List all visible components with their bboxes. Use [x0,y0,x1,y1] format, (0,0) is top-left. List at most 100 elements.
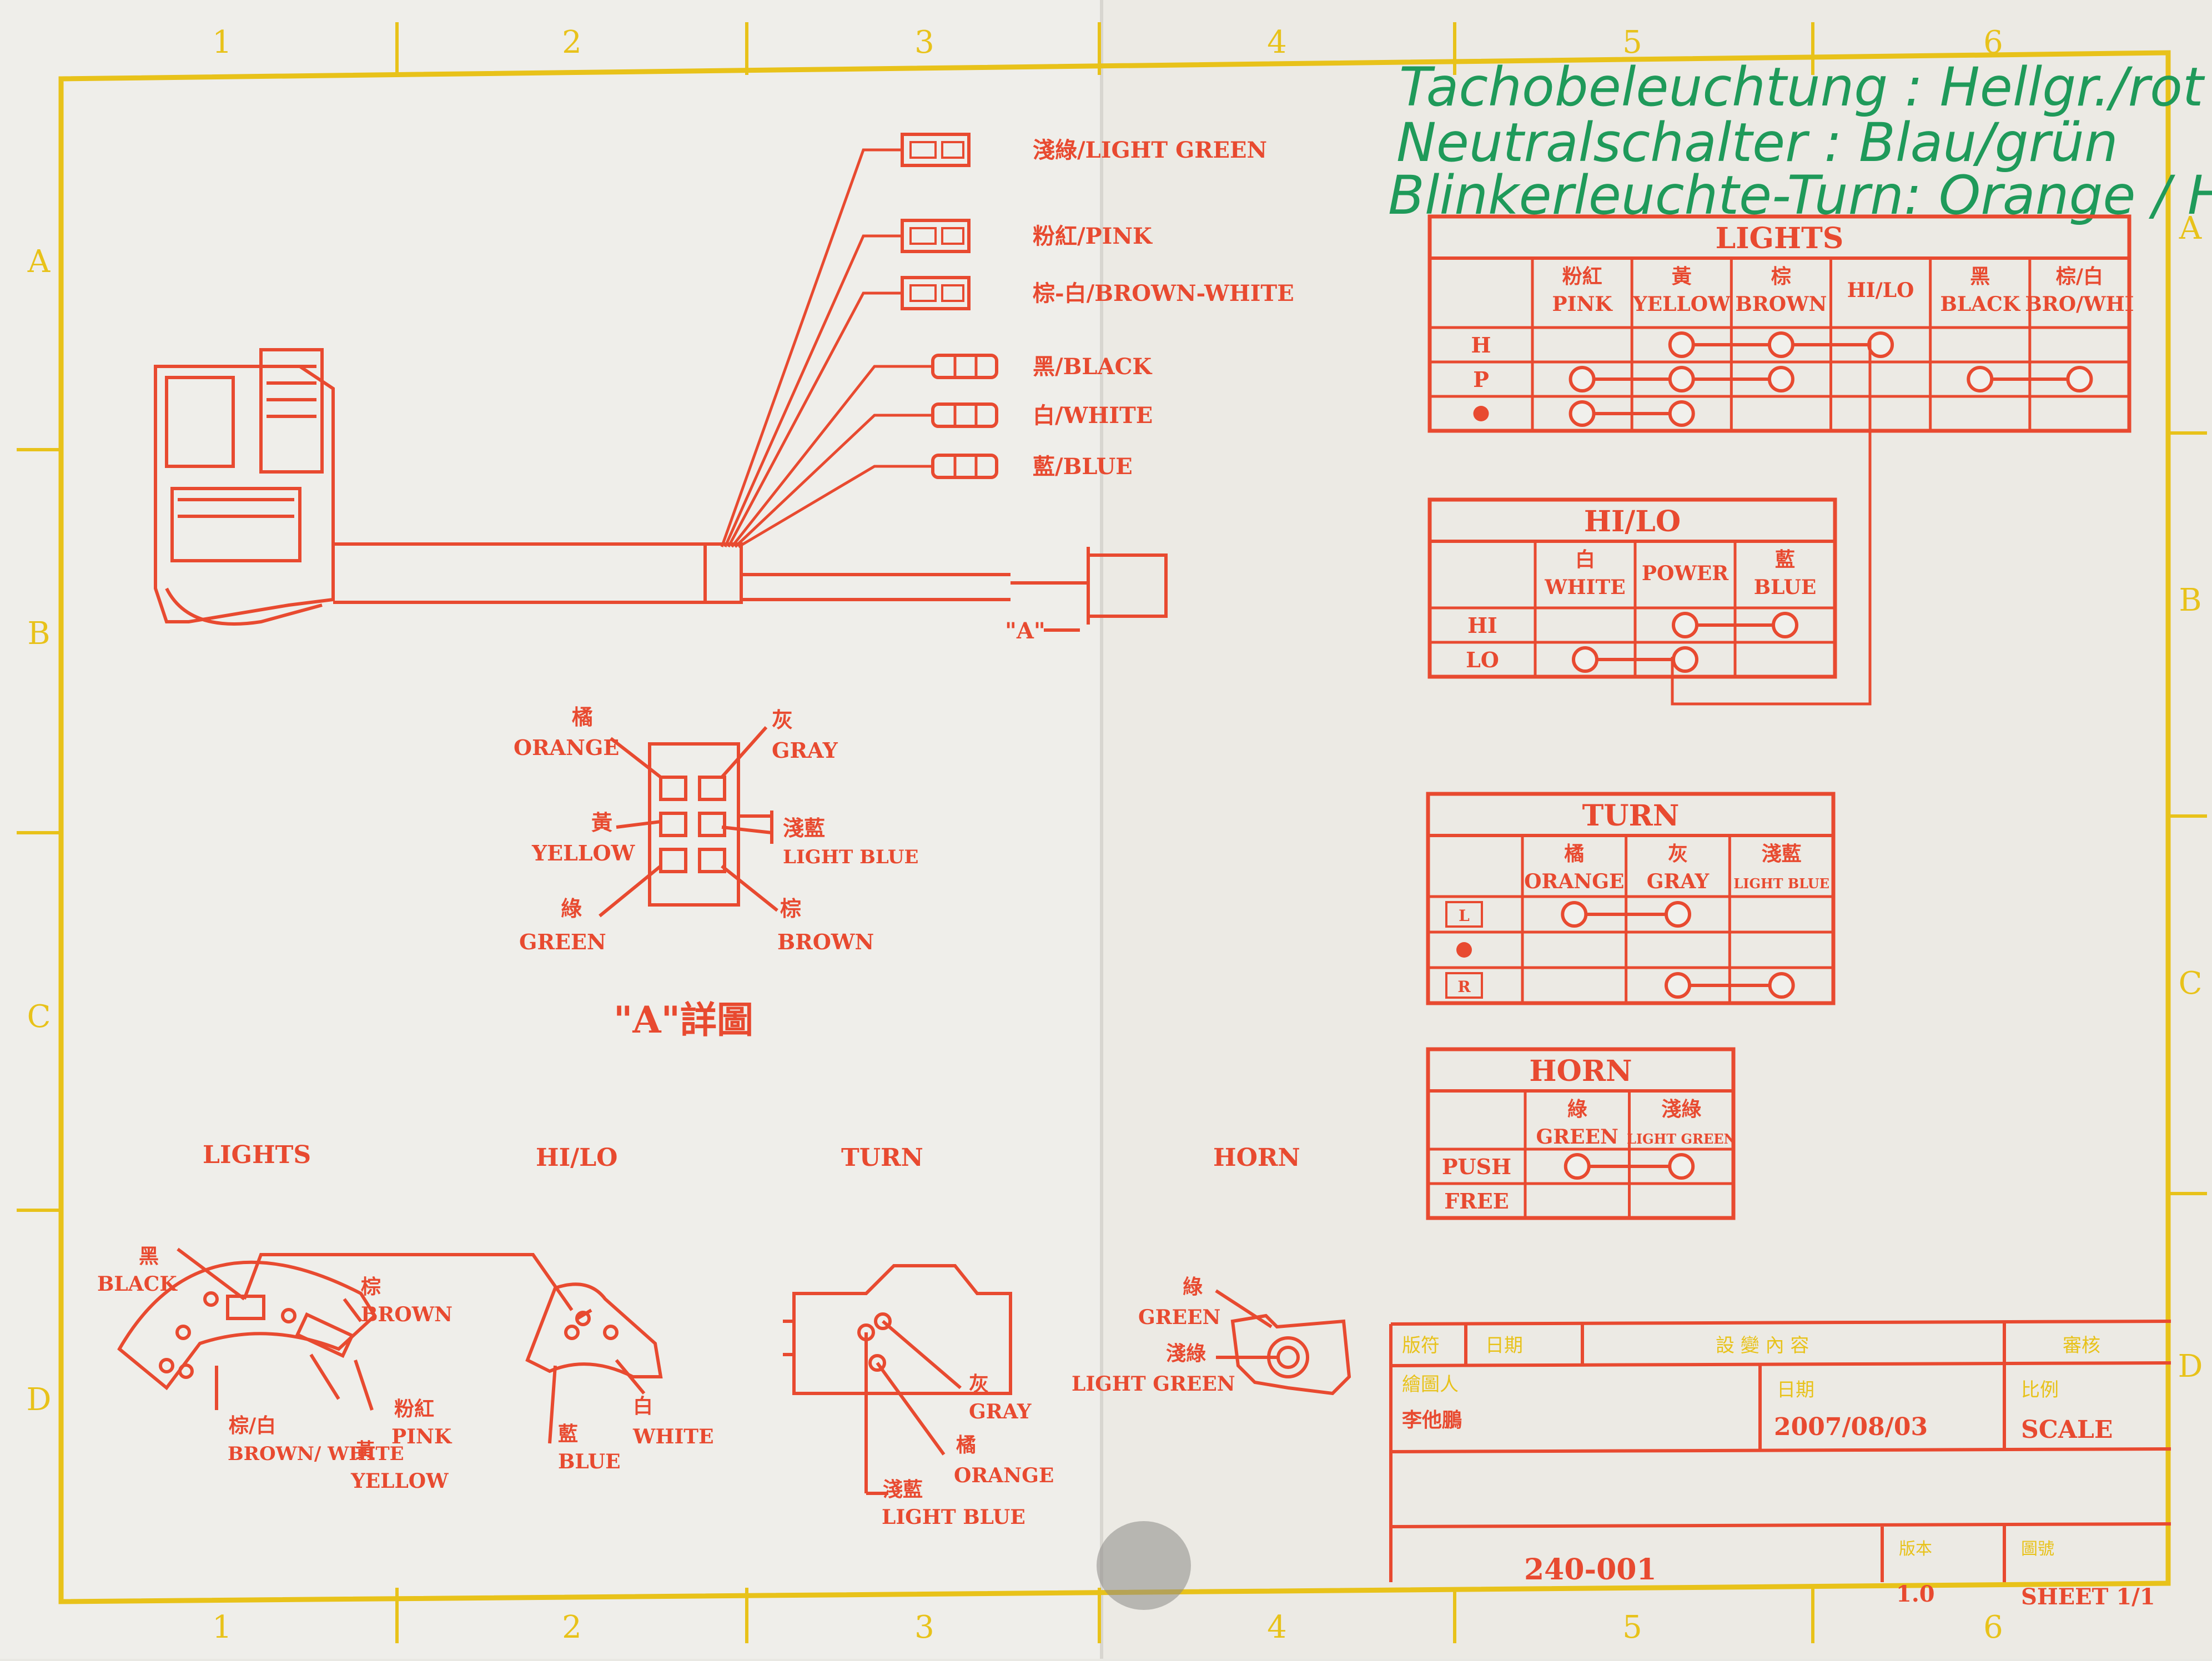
connection-node [1672,612,1698,638]
label-en: WHITE [632,1425,714,1448]
connection-node [1768,972,1795,999]
scale-value: SCALE [2021,1416,2113,1444]
column-header-zh: 淺藍 [1762,842,1802,865]
border-row-label: B [27,616,50,652]
label-zh: 淺藍 [883,1478,923,1501]
connection-node [1665,901,1691,928]
connection-node [1572,646,1598,673]
sheet-value: SHEET 1/1 [2021,1584,2155,1610]
drawing-date: 2007/08/03 [1774,1413,1928,1441]
label-zh: 粉紅 [394,1397,434,1421]
label-en: ORANGE [954,1464,1054,1487]
drafter-name: 李他鵬 [1402,1408,1462,1432]
handwritten-notes: Tachobeleuchtung : Hellgr./rot Neutralsc… [1388,56,2212,226]
wire-line [720,148,902,547]
wire-harness: 淺綠/LIGHT GREEN粉紅/PINK棕-白/BROWN-WHITE黑/BL… [720,133,1294,548]
label-en: BLACK [97,1272,178,1296]
wire-connector [901,133,971,167]
border-column-label: 3 [914,24,934,61]
pin-label-zh: 綠 [561,896,582,921]
wire-line [731,365,933,548]
switch-diagram-horn: HORN 綠 GREEN 淺綠 LIGHT GREEN [1072,1144,1351,1396]
border-column-label: 4 [1267,24,1287,61]
row-label-turn-icon [1445,972,1483,999]
label-en: BROWN/ WHITE [228,1443,404,1465]
pin-label-zh: 灰 [772,707,793,732]
title-block: 版符 日期 設 變 內 容 審核 繪圖人 李他鵬 日期 2007/08/03 比… [1389,1320,2171,1610]
label-zh: 灰 [969,1372,989,1396]
title-block-label: 日期 [1485,1335,1523,1357]
column-header-zh: 黃 [1672,265,1692,288]
connection-node [1665,972,1691,999]
connection-node [1967,366,1994,392]
connector-a-pin-labels: 橘 ORANGE 灰 GRAY 黃 YELLOW 淺藍 LIGHT BLUE 綠… [514,704,918,1041]
connection-node [1672,646,1698,673]
row-label-turn-icon [1445,901,1483,928]
switch-diagram-hilo: HI/LO 藍 BLUE 白 WHITE [525,1144,714,1473]
connection-node [1561,901,1588,928]
switch-diagram-title: HORN [1213,1144,1300,1172]
column-header-zh: 橘 [1564,842,1584,865]
wire-connector [901,276,971,310]
row-label-dot [1473,406,1489,421]
connector-detail-title: "A"詳圖 [614,998,753,1041]
switch-housing [154,348,1168,632]
column-header-zh: 灰 [1668,842,1688,865]
row-label: HI [1467,613,1497,638]
border-row-label: D [27,1382,52,1418]
column-header-en: POWER [1642,562,1729,585]
label-zh: 綠 [1183,1275,1203,1298]
column-header-zh: 黑 [1970,265,1990,288]
row-label: L [1459,907,1470,925]
pin-label-en: BROWN [777,929,874,954]
title-block-label: 繪圖人 [1402,1373,1459,1396]
wire-label: 棕-白/BROWN-WHITE [1033,280,1294,306]
connection-node [1867,331,1894,358]
table-title: HORN [1529,1054,1632,1088]
border-row-label: C [27,999,51,1035]
border-column-label: 2 [562,1609,582,1645]
pin-label-zh: 棕 [780,896,801,921]
connection-node [1668,400,1695,427]
pin-label-en: LIGHT BLUE [783,846,918,868]
border-column-label: 6 [1983,1609,2003,1645]
wire-connector [931,354,998,379]
connection-node [1568,400,1596,427]
connection-node [2066,366,2093,392]
label-zh: 白 [633,1395,653,1418]
switch-diagram-turn: TURN 灰 GRAY 橘 ORANGE 淺藍 LIGHT BLUE [783,1144,1054,1529]
title-block-label: 版本 [1899,1539,1932,1559]
border-row-label: A [27,244,51,280]
note-line: Tachobeleuchtung : Hellgr./rot [1399,56,2205,118]
note-line: Neutralschalter : Blau/grün [1396,112,2118,174]
border-column-label: 1 [212,24,232,61]
column-header-en: BRO/WHI [2025,293,2134,316]
title-block-label: 比例 [2021,1379,2059,1401]
column-header-en: BROWN [1735,293,1827,316]
label-en: PINK [391,1425,453,1448]
wire-connector [901,219,971,253]
title-block-label: 圖號 [2021,1539,2054,1559]
label-en: GRAY [969,1400,1032,1423]
label-zh: 橘 [956,1433,976,1457]
column-header-zh: 白 [1575,548,1595,571]
switch-diagram-title: LIGHTS [203,1141,311,1169]
pin-label-en: GREEN [519,929,606,954]
label-en: GREEN [1138,1306,1220,1329]
column-header-en: GRAY [1647,870,1710,893]
title-block-label: 設 變 內 容 [1716,1335,1809,1357]
column-header-zh: 棕 [1771,265,1791,288]
pin-label-zh: 黃 [591,810,612,835]
border-column-label: 5 [1622,1609,1642,1645]
border-row-label: D [2178,1348,2203,1385]
row-label: H [1471,333,1491,358]
switch-diagram-lights: LIGHTS 黑 BLACK 棕 BROWN 棕/白 BROWN/ WHITE … [97,1141,574,1493]
connection-node [1568,366,1596,392]
wire-label: 白/WHITE [1033,402,1153,429]
column-header-zh: 藍 [1775,548,1795,571]
drawing-frame [58,50,2171,1604]
table-title: HI/LO [1584,505,1681,538]
